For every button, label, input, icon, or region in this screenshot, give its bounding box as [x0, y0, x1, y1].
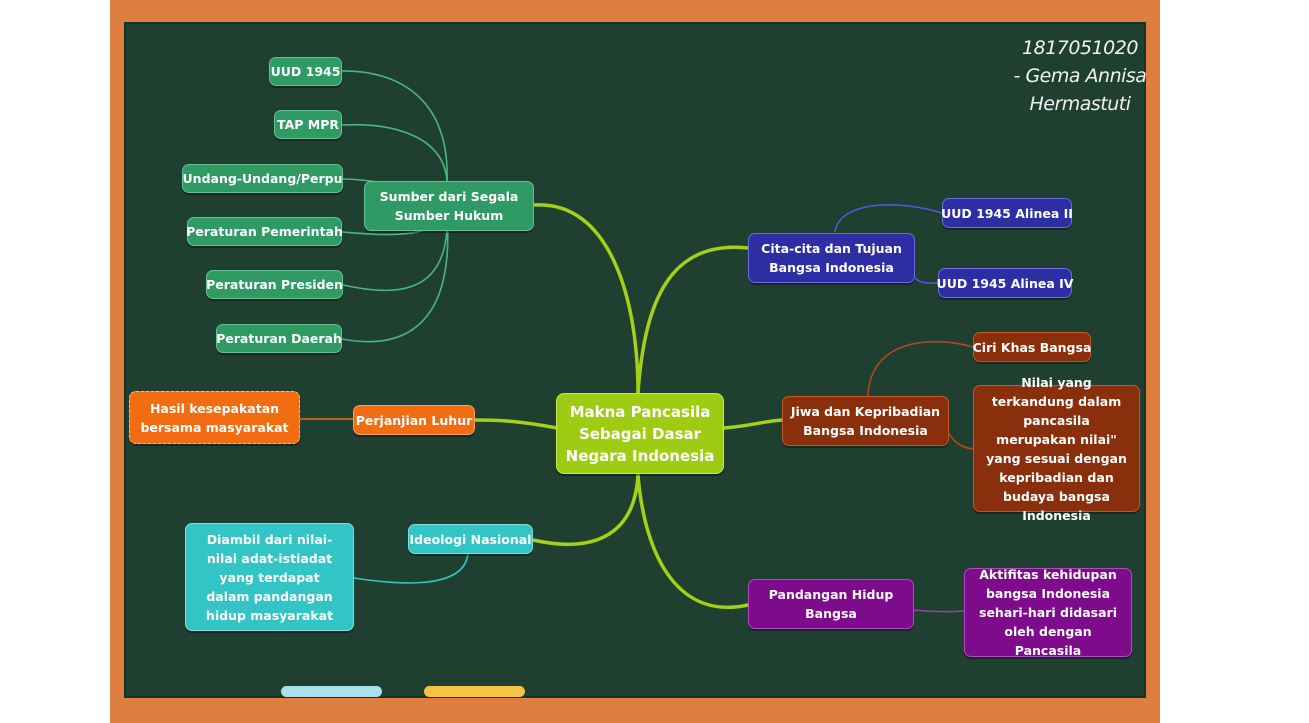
- leaf-peraturan-pemerintah[interactable]: Peraturan Pemerintah: [186, 217, 343, 246]
- leaf-nilai-terkandung[interactable]: Nilai yang terkandung dalam pancasila me…: [973, 375, 1140, 523]
- leaf-tap-mpr[interactable]: TAP MPR: [274, 110, 342, 139]
- link-tapmpr: [341, 123, 448, 183]
- author-note: 1817051020 - Gema Annisa Hermastuti: [1000, 34, 1160, 118]
- leaf-peraturan-daerah[interactable]: Peraturan Daerah: [216, 324, 342, 353]
- leaf-diambil-dari-nilai[interactable]: Diambil dari nilai-nilai adat-istiadat y…: [185, 523, 354, 631]
- leaf-aktifitas-kehidupan[interactable]: Aktifitas kehidupan bangsa Indonesia seh…: [964, 567, 1132, 658]
- branch-pandangan-hidup[interactable]: Pandangan Hidup Bangsa: [748, 579, 914, 629]
- link-perjanjian: [473, 418, 559, 430]
- leaf-uud-1945[interactable]: UUD 1945: [269, 57, 342, 86]
- leaf-uud-alinea-iv[interactable]: UUD 1945 Alinea IV: [937, 268, 1073, 298]
- link-uud1945: [340, 70, 448, 183]
- leaf-ciri-khas-bangsa[interactable]: Ciri Khas Bangsa: [973, 332, 1091, 362]
- link-alinea-iv: [911, 274, 939, 284]
- leaf-uud-alinea-ii[interactable]: UUD 1945 Alinea II: [941, 198, 1073, 228]
- author-surname: Hermastuti: [1029, 93, 1131, 115]
- author-name: - Gema Annisa: [1013, 65, 1147, 87]
- link-perda: [341, 214, 449, 343]
- leaf-peraturan-presiden[interactable]: Peraturan Presiden: [206, 270, 343, 299]
- link-jiwa: [722, 418, 784, 430]
- central-topic[interactable]: Makna Pancasila Sebagai Dasar Negara Ind…: [556, 393, 724, 474]
- link-perpres: [342, 214, 448, 292]
- branch-jiwa-kepribadian[interactable]: Jiwa dan Kepribadian Bangsa Indonesia: [782, 396, 949, 446]
- branch-sumber-hukum[interactable]: Sumber dari Segala Sumber Hukum: [364, 181, 534, 231]
- link-ideologi: [531, 473, 640, 546]
- link-diambil: [353, 552, 469, 584]
- leaf-undang-undang-perpu[interactable]: Undang-Undang/Perpu: [182, 164, 343, 193]
- link-ciri-khas: [867, 340, 974, 397]
- branch-perjanjian-luhur[interactable]: Perjanjian Luhur: [353, 405, 475, 435]
- leaf-hasil-kesepakatan[interactable]: Hasil kesepakatan bersama masyarakat: [129, 391, 300, 444]
- link-pandangan: [636, 473, 750, 609]
- author-id: 1817051020: [1022, 37, 1138, 59]
- branch-cita-cita-tujuan[interactable]: Cita-cita dan Tujuan Bangsa Indonesia: [748, 233, 915, 283]
- branch-ideologi-nasional[interactable]: Ideologi Nasional: [408, 524, 533, 554]
- chalk-yellow: [424, 686, 525, 697]
- link-alinea-ii: [834, 204, 943, 233]
- link-sumber: [532, 203, 640, 394]
- chalk-blue: [281, 686, 382, 697]
- link-cita: [636, 245, 750, 394]
- link-aktifitas: [913, 609, 965, 613]
- link-nilai: [947, 431, 974, 450]
